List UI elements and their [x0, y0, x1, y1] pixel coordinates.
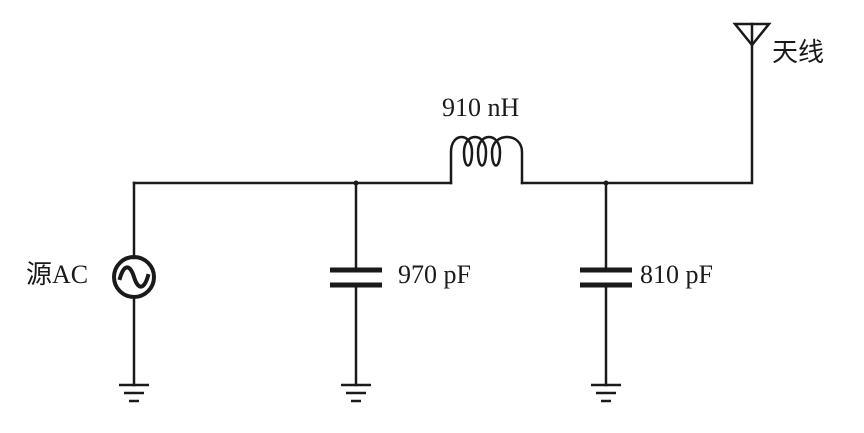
ac-source-icon — [112, 255, 156, 299]
antenna-label: 天线 — [772, 38, 825, 67]
source-label: 源AC — [26, 260, 89, 289]
inductor-label: 910 nH — [442, 93, 520, 122]
ground-icon — [591, 383, 621, 403]
capacitor-2-icon — [580, 267, 632, 288]
capacitor-1-icon — [330, 267, 382, 288]
antenna-icon — [732, 22, 772, 47]
inductor — [449, 135, 524, 185]
capacitor-1-label: 970 pF — [398, 260, 471, 289]
inductor-coil — [449, 135, 524, 185]
capacitor-2-label: 810 pF — [640, 260, 713, 289]
top-wire-right — [520, 43, 754, 185]
ground-icon — [119, 383, 149, 403]
ground-icon — [341, 383, 371, 403]
